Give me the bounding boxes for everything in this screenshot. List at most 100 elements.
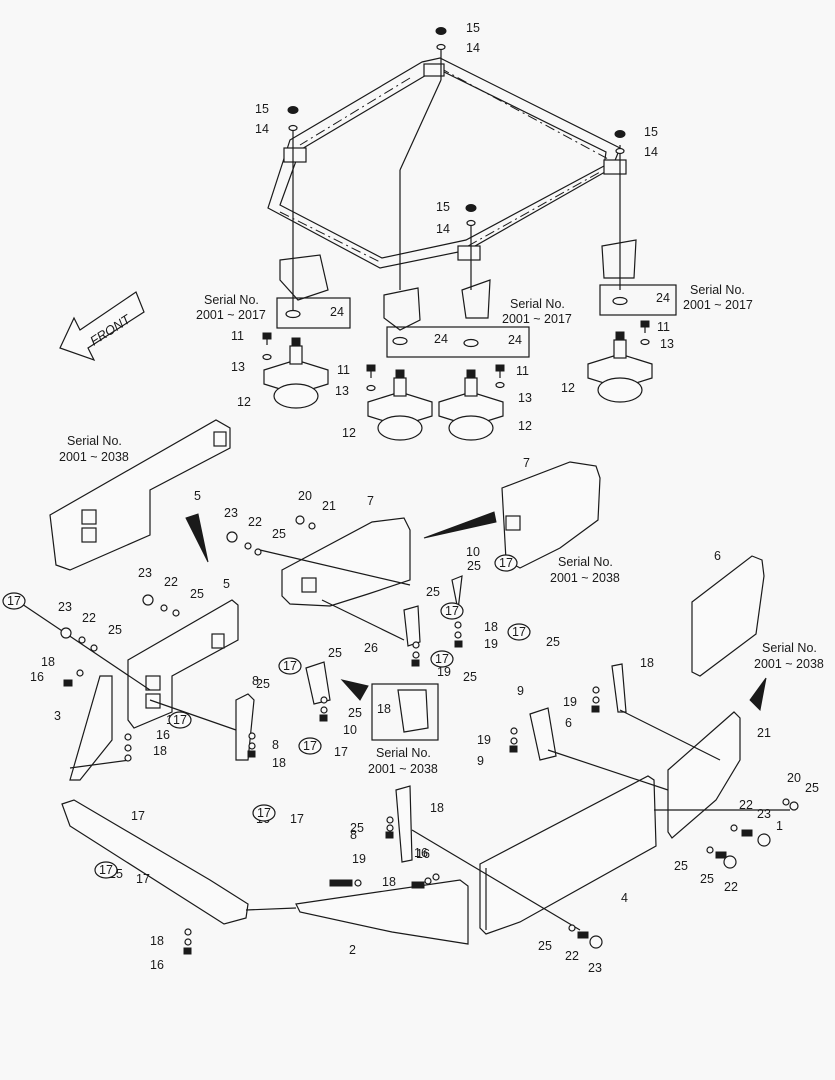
part-number-label: 18: [484, 620, 498, 634]
svg-text:17: 17: [7, 594, 21, 608]
part-number-label: 15: [255, 102, 269, 116]
frame-bracket-right: [603, 159, 627, 175]
serial-note-2-line2: 2001 ~ 2017: [502, 312, 572, 326]
serial-notes: Serial No. 2001 ~ 2017 Serial No. 2001 ~…: [59, 283, 824, 776]
mount-sleeves: [279, 239, 637, 331]
part-number-label: 5: [194, 489, 201, 503]
part-number-label: 19: [352, 852, 366, 866]
part-number-label: 15: [436, 200, 450, 214]
circled-callout: 17: [440, 602, 464, 620]
panel-6-serial: [691, 555, 765, 677]
part-number-label: 10: [343, 723, 357, 737]
part-1: [61, 799, 249, 925]
svg-text:17: 17: [435, 652, 449, 666]
part-number-label: 23: [757, 807, 771, 821]
part-number-label: 17: [136, 872, 150, 886]
svg-text:17: 17: [499, 556, 513, 570]
part-number-label: 18: [382, 875, 396, 889]
part-number-label: 25: [256, 677, 270, 691]
part-number-label: 22: [739, 798, 753, 812]
part-number-label: 25: [805, 781, 819, 795]
part-number-label: 18: [640, 656, 654, 670]
circled-callout: 17: [168, 711, 192, 729]
frame-bracket-left: [283, 147, 307, 163]
part-number-label: 11: [516, 364, 529, 378]
part-number-label: 24: [656, 291, 670, 305]
panel-7-serial: [501, 461, 601, 569]
part-number-label: 13: [335, 384, 349, 398]
part-number-label: 18: [41, 655, 55, 669]
part-number-label: 6: [565, 716, 572, 730]
part-number-label: 4: [621, 891, 628, 905]
part-number-label: 10: [466, 545, 480, 559]
svg-text:17: 17: [303, 739, 317, 753]
part-number-label: 23: [138, 566, 152, 580]
part-number-label: 21: [757, 726, 771, 740]
part-number-label: 14: [255, 122, 269, 136]
part-number-label: 19: [563, 695, 577, 709]
part-number-label: 25: [190, 587, 204, 601]
svg-text:17: 17: [99, 863, 113, 877]
part-number-label: 16: [30, 670, 44, 684]
part-number-label: 13: [518, 391, 532, 405]
part-number-label: 3: [54, 709, 61, 723]
part-number-label: 20: [298, 489, 312, 503]
panel-5: [127, 599, 239, 729]
part-number-label: 8: [252, 674, 259, 688]
part-number-label: 16: [414, 846, 428, 860]
part-number-label: 12: [561, 381, 575, 395]
part-number-label: 14: [644, 145, 658, 159]
part-number-label: 17: [290, 812, 304, 826]
part-number-label: 14: [466, 41, 480, 55]
serial-note-6-line2: 2001 ~ 2038: [754, 657, 824, 671]
part-number-label: 16: [156, 728, 170, 742]
serial-note-3-line1: Serial No.: [690, 283, 745, 297]
serial-box-mounts: [276, 284, 677, 358]
panel-5-serial: [49, 419, 231, 571]
part-number-label: 25: [426, 585, 440, 599]
part-number-label: 23: [588, 961, 602, 975]
part-3: [69, 675, 113, 781]
part-number-label: 14: [436, 222, 450, 236]
part-number-label: 22: [164, 575, 178, 589]
part-number-label: 5: [223, 577, 230, 591]
serial-note-3-line2: 2001 ~ 2017: [683, 298, 753, 312]
serial-note-2-line1: Serial No.: [510, 297, 565, 311]
serial-note-4-line2: 2001 ~ 2038: [59, 450, 129, 464]
serial-box-detail-9: [371, 683, 439, 741]
svg-text:17: 17: [512, 625, 526, 639]
part-number-label: 8: [272, 738, 279, 752]
svg-text:17: 17: [173, 713, 187, 727]
part-number-label: 20: [787, 771, 801, 785]
circled-callout: 17: [252, 804, 276, 822]
mount-bolts: [262, 320, 650, 392]
part-number-label: 23: [58, 600, 72, 614]
part-number-label: 19: [477, 733, 491, 747]
circled-callout: 17: [430, 650, 454, 668]
part-number-label: 2: [349, 943, 356, 957]
circled-callout: 17: [94, 861, 118, 879]
serial-note-5-line1: Serial No.: [558, 555, 613, 569]
guide-arrows: [185, 511, 767, 712]
part-number-label: 22: [82, 611, 96, 625]
circled-callout: 17: [494, 554, 518, 572]
part-number-label: 13: [660, 337, 674, 351]
panel-6: [667, 711, 741, 839]
part-number-label: 16: [416, 847, 430, 861]
frame-bracket-top: [423, 63, 445, 77]
svg-text:17: 17: [283, 659, 297, 673]
part-number-label: 15: [644, 125, 658, 139]
part-number-label: 6: [714, 549, 721, 563]
part-number-label: 25: [700, 872, 714, 886]
part-number-label: 25: [348, 706, 362, 720]
top-fasteners: [287, 27, 626, 227]
circled-callout: 17: [2, 592, 26, 610]
panel-7: [281, 517, 411, 607]
svg-text:17: 17: [445, 604, 459, 618]
circled-callout: 17: [298, 737, 322, 755]
circled-callout: 17: [278, 657, 302, 675]
part-number-label: 21: [322, 499, 336, 513]
serial-note-7-line1: Serial No.: [376, 746, 431, 760]
part-number-label: 25: [463, 670, 477, 684]
